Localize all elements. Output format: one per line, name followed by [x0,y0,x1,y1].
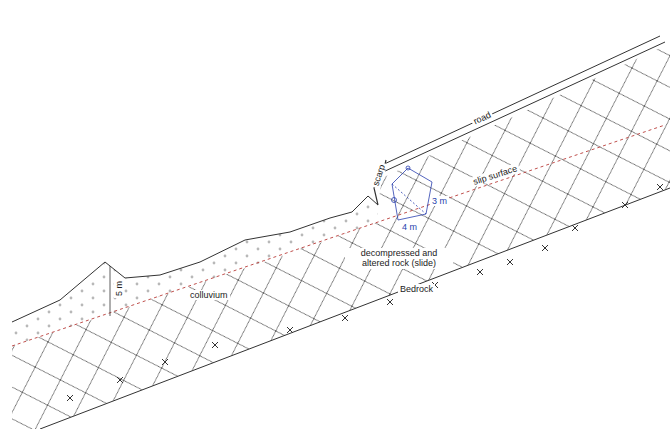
road-label: road [470,109,494,128]
dimension-label: 4 m [400,222,419,232]
unit-label: colluvium [188,290,230,300]
slide-sketch [392,166,433,220]
bedrock-line [40,188,670,429]
thickness-arrow [110,266,111,316]
bedrock-marks [67,184,663,401]
rock-hatch [12,44,670,429]
road-line [383,42,665,172]
unit-label: Bedrock [398,284,435,294]
ground-surface [12,196,378,322]
dimension-label: 5 m [114,279,124,298]
boundary-line [12,125,665,346]
road-line [380,36,660,166]
dimension-label: 3 m [430,196,449,206]
unit-label: decompressed and altered rock (slide) [345,248,453,269]
